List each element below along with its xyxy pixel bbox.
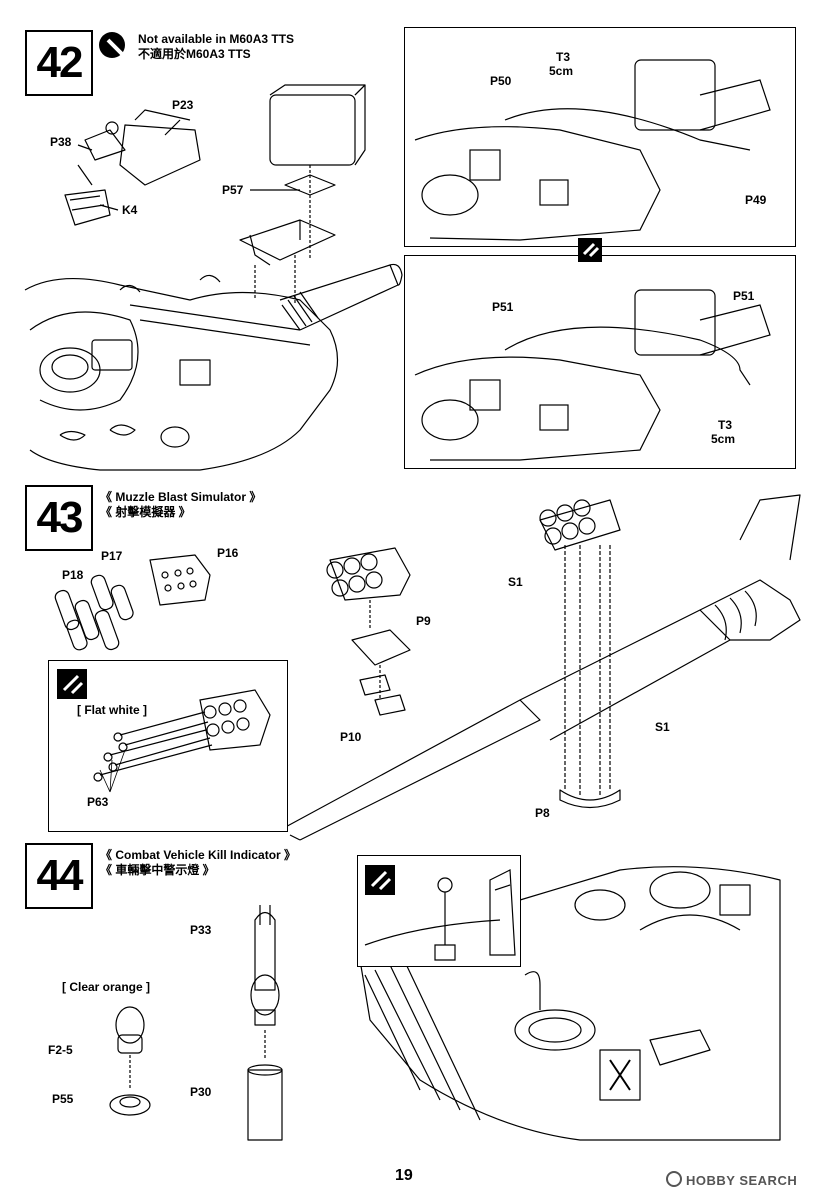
label-p8: P8 — [535, 806, 550, 820]
turret-drawing-42 — [24, 263, 403, 471]
label-p55: P55 — [52, 1092, 74, 1106]
label-p63: P63 — [87, 795, 109, 809]
label-p10: P10 — [340, 730, 362, 744]
parts-p23-p38-k4 — [64, 109, 201, 226]
watermark-logo-icon — [666, 1171, 682, 1187]
step-44-number: 44 — [25, 843, 93, 909]
part-p57-bracket — [239, 84, 366, 305]
kill-indicator-parts — [109, 905, 283, 1141]
watermark-brand: HOBBY SEARCH — [686, 1173, 798, 1188]
label-p38: P38 — [50, 135, 72, 149]
label-p33: P33 — [190, 923, 212, 937]
gun-barrel-43 — [279, 494, 801, 841]
label-f2-5: F2-5 — [48, 1043, 73, 1057]
label-p16: P16 — [217, 546, 239, 560]
watermark: HOBBY SEARCH — [666, 1171, 797, 1188]
label-p18: P18 — [62, 568, 84, 582]
step-43-number: 43 — [25, 485, 93, 551]
label-s1-top: S1 — [508, 575, 523, 589]
step-44-title-en: 《 Combat Vehicle Kill Indicator 》 — [100, 848, 297, 862]
page-number: 19 — [395, 1167, 413, 1184]
step-42-title-zh: 不適用於M60A3 TTS — [138, 47, 251, 61]
label-flat-white: [ Flat white ] — [77, 703, 147, 717]
label-s1-bottom: S1 — [655, 720, 670, 734]
label-t3-b: T3 — [718, 418, 733, 432]
label-k4: K4 — [122, 203, 138, 217]
label-p50: P50 — [490, 74, 512, 88]
label-p57: P57 — [222, 183, 244, 197]
step-44-title-zh: 《 車輛擊中警示燈 》 — [100, 863, 215, 877]
step-43-title-en: 《 Muzzle Blast Simulator 》 — [100, 490, 262, 504]
label-p17: P17 — [101, 549, 123, 563]
label-t3-a-length: 5cm — [549, 64, 574, 78]
label-p23: P23 — [172, 98, 194, 112]
label-p30: P30 — [190, 1085, 212, 1099]
label-t3-b-length: 5cm — [711, 432, 736, 446]
label-p51-left: P51 — [492, 300, 514, 314]
label-clear-orange: [ Clear orange ] — [62, 980, 151, 994]
step-42-number: 42 — [25, 30, 93, 96]
label-p9: P9 — [416, 614, 431, 628]
step-42-title-en: Not available in M60A3 TTS — [138, 32, 295, 46]
step-43-title-zh: 《 射擊模擬器 》 — [100, 505, 191, 519]
label-p49: P49 — [745, 193, 767, 207]
label-t3-a: T3 — [556, 50, 571, 64]
muzzle-simulator-parts — [54, 547, 411, 716]
detail-panel-42b — [404, 255, 796, 469]
label-p51-right: P51 — [733, 289, 755, 303]
